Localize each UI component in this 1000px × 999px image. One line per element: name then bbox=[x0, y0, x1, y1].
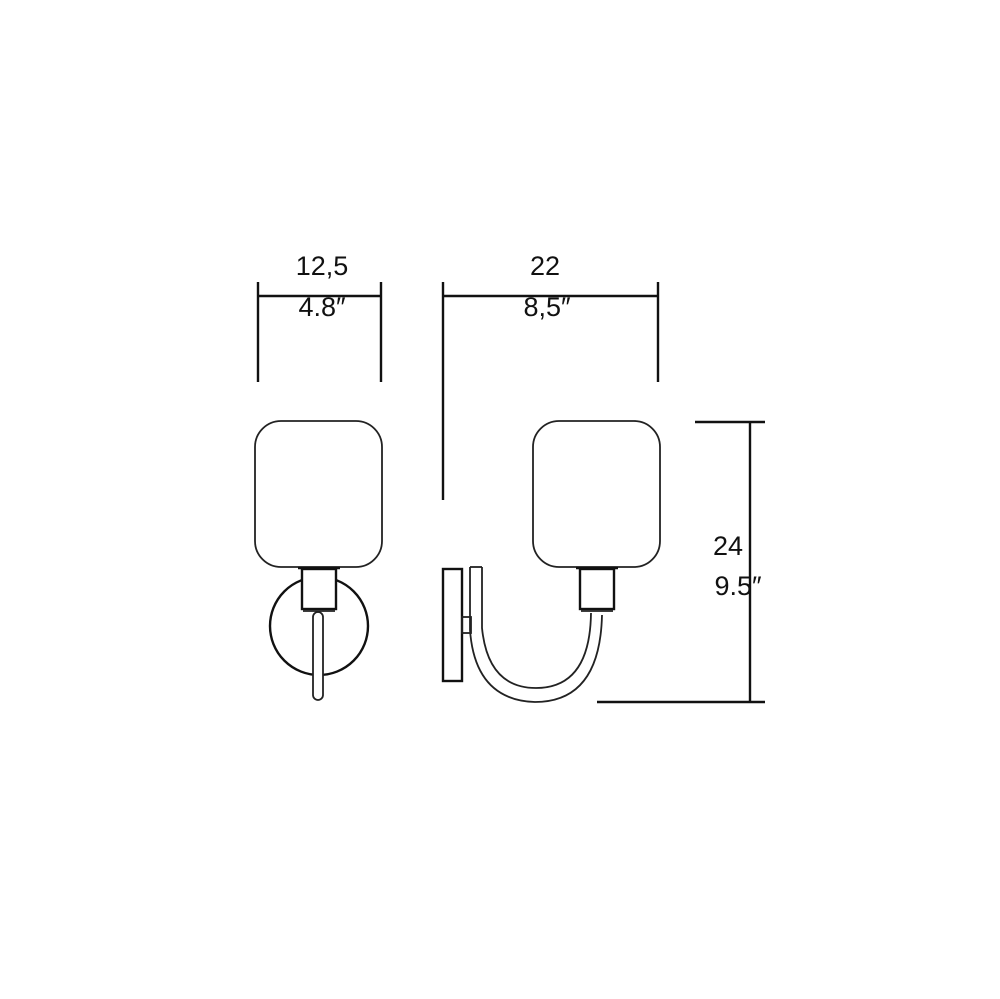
width-dimension: 12,5 4.8″ bbox=[256, 251, 383, 382]
depth-dimension: 22 8,5″ bbox=[441, 251, 660, 500]
glass-shade-side bbox=[532, 420, 661, 568]
side-view-sconce bbox=[441, 420, 661, 703]
depth-metric-label: 22 bbox=[530, 251, 560, 281]
width-metric-label: 12,5 bbox=[296, 251, 349, 281]
front-view-sconce bbox=[254, 420, 383, 701]
width-imperial-label: 4.8″ bbox=[298, 292, 346, 322]
height-imperial-label: 9.5″ bbox=[714, 571, 762, 601]
glass-shade-front bbox=[254, 420, 383, 568]
height-dimension: 24 9.5″ bbox=[597, 420, 765, 704]
height-metric-label: 24 bbox=[713, 531, 743, 561]
depth-imperial-label: 8,5″ bbox=[523, 292, 571, 322]
